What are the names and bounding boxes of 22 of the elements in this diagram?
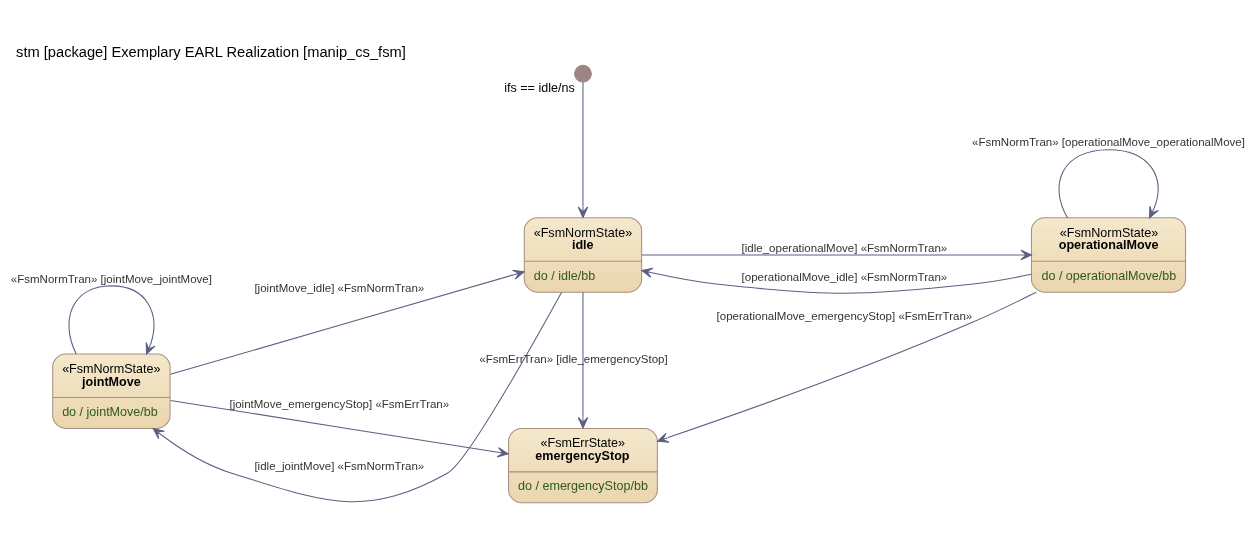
arrow — [169, 399, 509, 457]
edge-label: [idle_operationalMove] «FsmNormTran» — [741, 241, 948, 254]
edge-label: [operationalMove_emergencyStop] «FsmErrTran» — [716, 309, 973, 322]
arrow — [657, 291, 1037, 443]
arrow — [577, 81, 589, 218]
edge-label: «FsmNormTran» [jointMove_jointMove] — [10, 272, 212, 285]
edge-label: [operationalMove_idle] «FsmNormTran» — [741, 270, 948, 283]
edge-label: «FsmErrTran» [idle_emergencyStop] — [479, 352, 668, 365]
node-circle — [574, 64, 592, 83]
edge-label: «FsmNormTran» [operationalMove_operationalMove] — [972, 135, 1245, 148]
arrow — [1058, 148, 1159, 218]
diagram-title: stm [package] Exemplary EARL Realization [manip_cs_fsm] — [16, 43, 406, 60]
edge-label: [idle_jointMove] «FsmNormTran» — [254, 459, 425, 472]
arrow — [68, 284, 156, 354]
arrow — [641, 249, 1032, 260]
arrow — [641, 267, 1032, 294]
edge-label: [jointMove_idle] «FsmNormTran» — [254, 281, 425, 294]
edge-label: [jointMove_emergencyStop] «FsmErrTran» — [229, 397, 450, 410]
arrow — [152, 291, 563, 502]
arrow — [169, 269, 525, 375]
arrow — [577, 291, 589, 428]
node-label: ifs == idle/ns — [504, 80, 575, 95]
